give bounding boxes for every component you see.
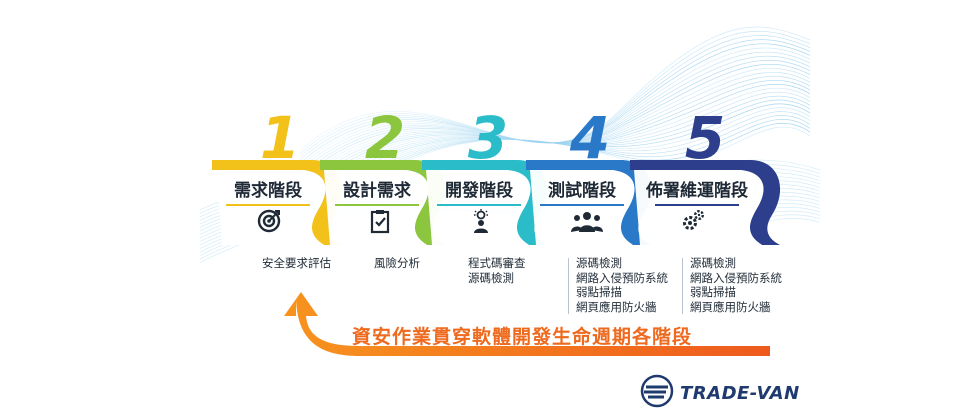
orange-return-arrow — [284, 292, 770, 356]
stage-card — [634, 170, 764, 245]
stage-note: 程式碼審查 — [468, 256, 526, 270]
stage-title-2: 設計需求 — [343, 181, 411, 201]
stage-notes-1: 安全要求評估 — [262, 256, 331, 271]
stage-ribbon — [630, 160, 781, 245]
lifecycle-caption: 資安作業貫穿軟體開發生命週期各階段 — [352, 326, 693, 348]
lifecycle-arrow — [284, 292, 770, 356]
stage-note: 弱點掃描 — [576, 285, 622, 299]
stage-title-1: 需求階段 — [234, 181, 302, 201]
stage-note: 弱點掃描 — [690, 285, 736, 299]
target-icon — [256, 208, 282, 234]
stage-divider — [682, 258, 683, 314]
stage-notes-4: 源碼檢測 網路入侵預防系統 弱點掃描 網頁應用防火牆 — [576, 256, 668, 314]
stage-rule-3 — [437, 204, 521, 206]
stage-rule-1 — [226, 204, 310, 206]
trade-van-logo-icon — [640, 374, 674, 412]
stage-note: 源碼檢測 — [690, 256, 736, 270]
stage-note: 網頁應用防火牆 — [690, 299, 771, 314]
stage-number-2: 2 — [364, 104, 406, 172]
stage-note: 網路入侵預防系統 — [690, 270, 782, 285]
stage-note: 源碼檢測 — [468, 270, 514, 285]
stage-rule-5 — [655, 204, 739, 206]
stage-notes-5: 源碼檢測 網路入侵預防系統 弱點掃描 網頁應用防火牆 — [690, 256, 782, 314]
stage-number-3: 3 — [467, 104, 509, 172]
stage-note: 網頁應用防火牆 — [576, 299, 657, 314]
gears-icon — [680, 208, 706, 234]
stage-title-3: 開發階段 — [445, 181, 513, 201]
stage-note: 源碼檢測 — [576, 256, 622, 270]
stage-ribbons — [212, 160, 781, 245]
stage-card — [426, 170, 531, 245]
stage-number-5: 5 — [684, 104, 726, 172]
stage-number-1: 1 — [259, 104, 301, 172]
stage-divider — [568, 258, 569, 314]
developer-idea-icon — [468, 208, 494, 234]
stage-note: 網路入侵預防系統 — [576, 270, 668, 285]
stage-notes-3: 程式碼審查 源碼檢測 — [468, 256, 526, 285]
company-logo: TRADE-VAN — [640, 374, 800, 412]
stage-notes-2: 風險分析 — [374, 256, 420, 271]
stage-rule-4 — [540, 204, 624, 206]
checklist-icon — [367, 208, 393, 234]
stage-card — [530, 170, 635, 245]
stage-card — [324, 170, 429, 245]
stage-rule-2 — [335, 204, 419, 206]
stage-card — [216, 170, 326, 245]
stage-number-4: 4 — [569, 104, 611, 172]
stage-title-5: 佈署維運階段 — [646, 181, 748, 201]
stage-title-4: 測試階段 — [548, 181, 616, 201]
stage-note: 安全要求評估 — [262, 256, 331, 270]
team-icon — [570, 208, 604, 234]
stage-note: 風險分析 — [374, 256, 420, 270]
logo-text: TRADE-VAN — [680, 382, 800, 404]
